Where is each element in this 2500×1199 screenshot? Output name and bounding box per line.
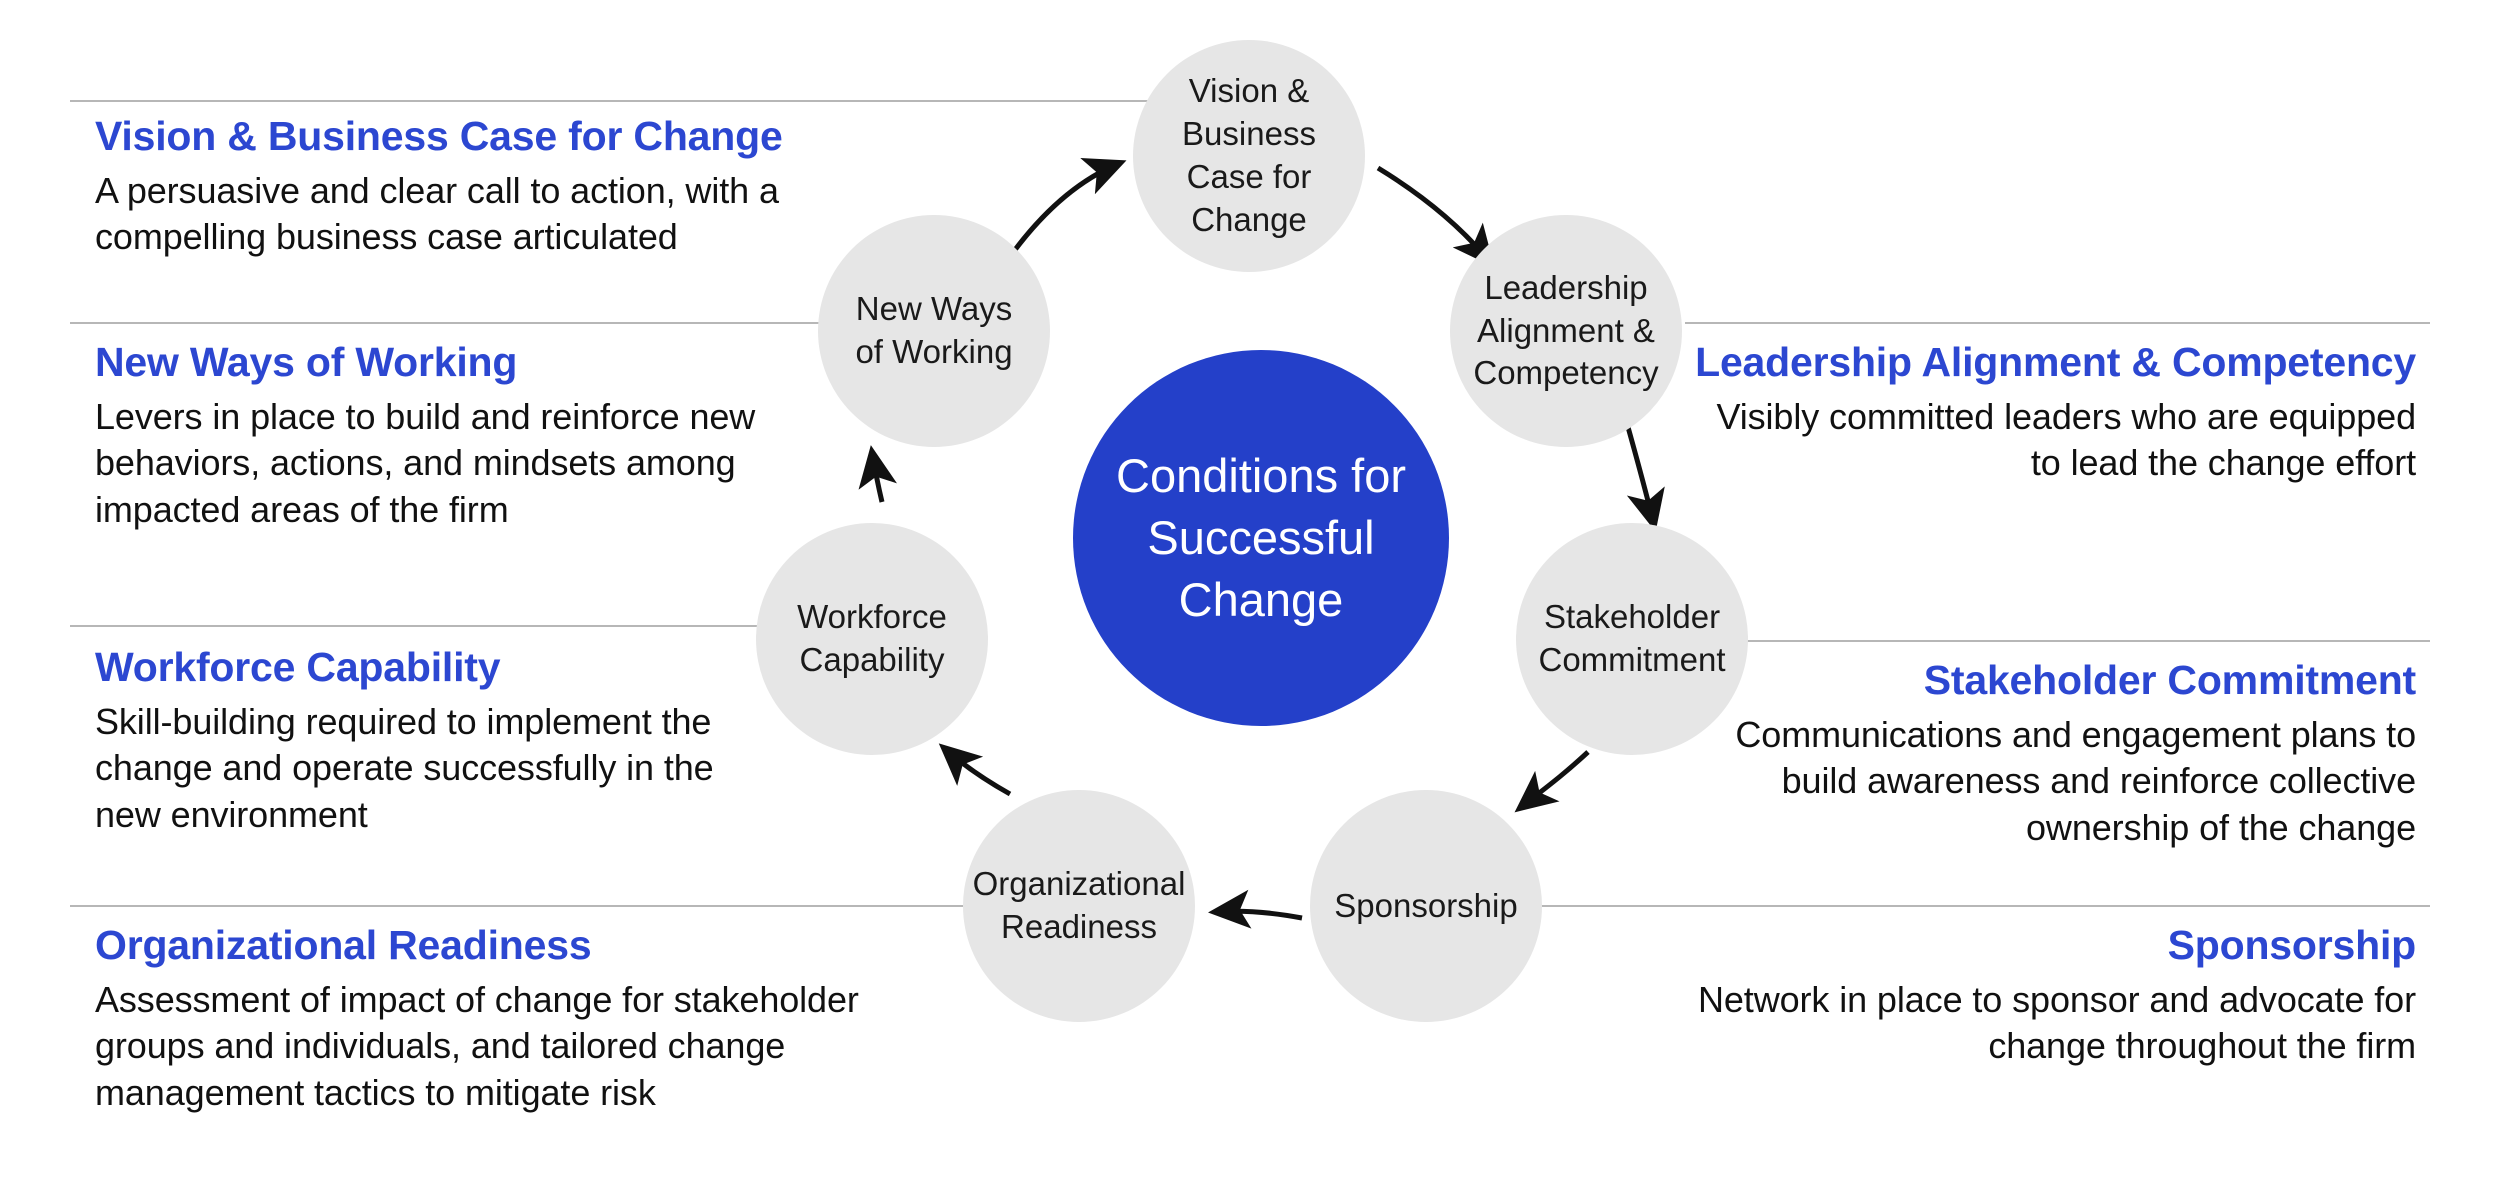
block-title-organizational-readiness: Organizational Readiness	[95, 922, 592, 968]
node-sponsorship[interactable]: Sponsorship	[1310, 790, 1542, 1022]
hub-label: Conditions for Successful Change	[1116, 448, 1406, 627]
node-label-sponsorship: Sponsorship	[1334, 886, 1518, 924]
block-desc-leadership-alignment: Visibly committed leaders who are equipp…	[1716, 396, 2416, 484]
arrow-leadership-to-stakeholder	[1625, 426, 1665, 532]
text-block-workforce-capability: Workforce Capability Skill-building requ…	[95, 643, 775, 838]
text-block-stakeholder-commitment: Stakeholder Commitment Communications an…	[1700, 656, 2416, 851]
node-label-vision: Vision & Business Case for Change	[1182, 72, 1316, 238]
arrow-stakeholder-to-sponsorship	[1514, 750, 1590, 813]
arrow-sponsorship-to-orgreadiness	[1208, 889, 1303, 929]
divider-left-1	[70, 100, 1155, 102]
block-desc-workforce-capability: Skill-building required to implement the…	[95, 701, 714, 835]
block-title-sponsorship: Sponsorship	[2167, 922, 2417, 968]
text-block-vision: Vision & Business Case for Change A pers…	[95, 112, 955, 261]
arrow-vision-to-leadership	[1376, 165, 1495, 268]
block-title-workforce-capability: Workforce Capability	[95, 644, 501, 690]
text-block-new-ways-of-working: New Ways of Working Levers in place to b…	[95, 338, 785, 533]
node-label-leadership: Leadership Alignment & Competency	[1473, 268, 1659, 392]
divider-left-2	[70, 322, 822, 324]
node-vision-business-case[interactable]: Vision & Business Case for Change	[1133, 40, 1365, 272]
divider-left-3	[70, 625, 770, 627]
block-desc-sponsorship: Network in place to sponsor and advocate…	[1697, 979, 2416, 1067]
divider-right-2	[1740, 640, 2430, 642]
node-label-orgreadiness: Organizational Readiness	[972, 865, 1186, 945]
block-title-vision: Vision & Business Case for Change	[95, 113, 783, 159]
node-workforce-capability[interactable]: Workforce Capability	[756, 523, 988, 755]
node-stakeholder-commitment[interactable]: Stakeholder Commitment	[1516, 523, 1748, 755]
block-title-stakeholder-commitment: Stakeholder Commitment	[1923, 657, 2416, 703]
divider-right-1	[1685, 322, 2430, 324]
node-label-newways: New Ways of Working	[855, 290, 1013, 370]
node-label-stakeholder: Stakeholder Commitment	[1538, 598, 1726, 678]
divider-right-3	[1540, 905, 2430, 907]
block-desc-organizational-readiness: Assessment of impact of change for stake…	[95, 979, 859, 1113]
block-desc-new-ways-of-working: Levers in place to build and reinforce n…	[95, 396, 756, 530]
block-desc-stakeholder-commitment: Communications and engagement plans to b…	[1735, 714, 2416, 848]
hub-conditions-for-successful-change[interactable]: Conditions for Successful Change	[1073, 350, 1449, 726]
node-leadership-alignment[interactable]: Leadership Alignment & Competency	[1450, 215, 1682, 447]
divider-left-4	[70, 905, 1070, 907]
node-organizational-readiness[interactable]: Organizational Readiness	[963, 790, 1195, 1022]
text-block-sponsorship: Sponsorship Network in place to sponsor …	[1600, 921, 2416, 1070]
arrow-orgreadiness-to-workforce	[938, 743, 1012, 797]
block-title-leadership-alignment: Leadership Alignment & Competency	[1695, 339, 2416, 385]
node-new-ways-of-working[interactable]: New Ways of Working	[818, 215, 1050, 447]
node-label-workforce: Workforce Capability	[797, 598, 947, 678]
text-block-leadership-alignment: Leadership Alignment & Competency Visibl…	[1690, 338, 2416, 487]
text-block-organizational-readiness: Organizational Readiness Assessment of i…	[95, 921, 965, 1116]
block-title-new-ways-of-working: New Ways of Working	[95, 339, 518, 385]
block-desc-vision: A persuasive and clear call to action, w…	[95, 170, 779, 258]
arrow-workforce-to-newways	[858, 445, 897, 503]
